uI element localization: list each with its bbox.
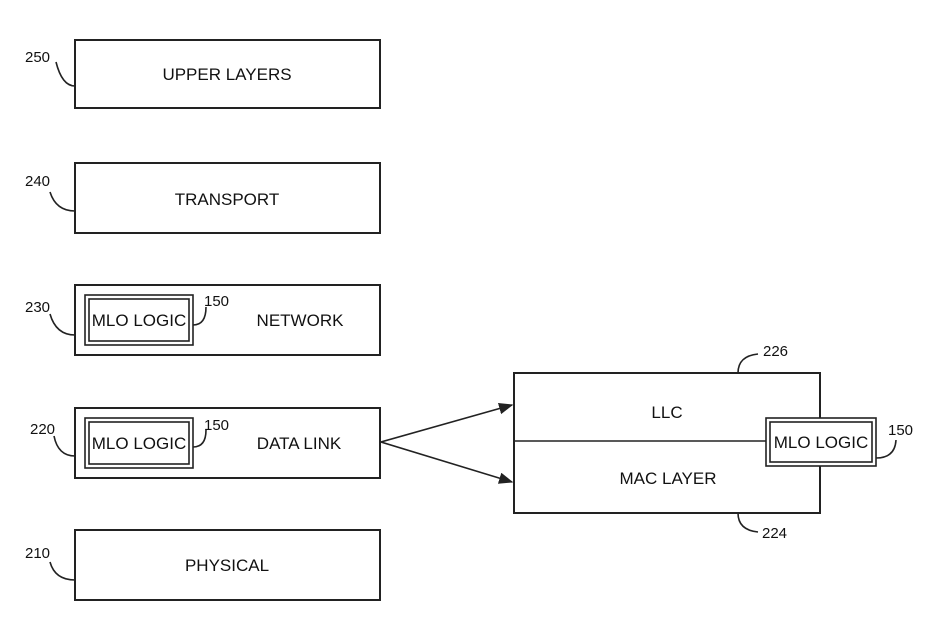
- ref-150-datalink: 150: [204, 417, 229, 434]
- layer-transport: TRANSPORT: [74, 162, 381, 234]
- sublayer-mlo-logic-label: MLO LOGIC: [774, 433, 868, 452]
- layer-upper-box: [74, 39, 381, 109]
- network-mlo-logic-box: [88, 298, 190, 342]
- layer-physical-label: PHYSICAL: [185, 556, 269, 575]
- datalink-sublayers: LLC MAC LAYER MLO LOGIC: [513, 372, 877, 514]
- sublayer-llc-label: LLC: [651, 403, 682, 422]
- ref-leader-226: [737, 353, 759, 374]
- layer-upper-label: UPPER LAYERS: [162, 65, 291, 84]
- layer-physical-box: [74, 529, 381, 601]
- ref-150-sublayer: 150: [888, 422, 913, 439]
- ref-leader-150-datalink: [192, 429, 207, 448]
- ref-leader-150-network: [192, 306, 207, 326]
- layer-datalink-label: DATA LINK: [257, 434, 342, 453]
- layer-transport-label: TRANSPORT: [175, 190, 280, 209]
- network-mlo-logic-label: MLO LOGIC: [92, 311, 186, 330]
- datalink-mlo-logic-box: [88, 421, 190, 465]
- ref-leader-240: [49, 191, 76, 212]
- sublayer-mac-label: MAC LAYER: [620, 469, 717, 488]
- layer-network: MLO LOGIC NETWORK 150: [74, 284, 381, 356]
- ref-leader-220: [53, 435, 76, 457]
- layer-physical: PHYSICAL: [74, 529, 381, 601]
- ref-leader-224: [737, 512, 759, 533]
- ref-150-network: 150: [204, 293, 229, 310]
- ref-leader-150-sublayer: [875, 439, 897, 459]
- sublayer-mlo-logic-box: [769, 421, 873, 463]
- datalink-mlo-logic-label: MLO LOGIC: [92, 434, 186, 453]
- arrow-datalink-to-llc: [380, 402, 514, 443]
- ref-leader-250: [55, 61, 76, 87]
- ref-210: 210: [25, 545, 50, 562]
- ref-leader-230: [49, 313, 76, 336]
- ref-leader-210: [49, 561, 76, 581]
- ref-224: 224: [762, 525, 787, 542]
- ref-240: 240: [25, 173, 50, 190]
- arrow-datalink-to-mac: [380, 441, 514, 484]
- layer-datalink: MLO LOGIC DATA LINK 150: [74, 407, 381, 479]
- layer-network-label: NETWORK: [257, 311, 345, 330]
- ref-250: 250: [25, 49, 50, 66]
- layer-transport-box: [74, 162, 381, 234]
- layer-upper: UPPER LAYERS: [74, 39, 381, 109]
- ref-220: 220: [30, 421, 55, 438]
- ref-226: 226: [763, 343, 788, 360]
- ref-230: 230: [25, 299, 50, 316]
